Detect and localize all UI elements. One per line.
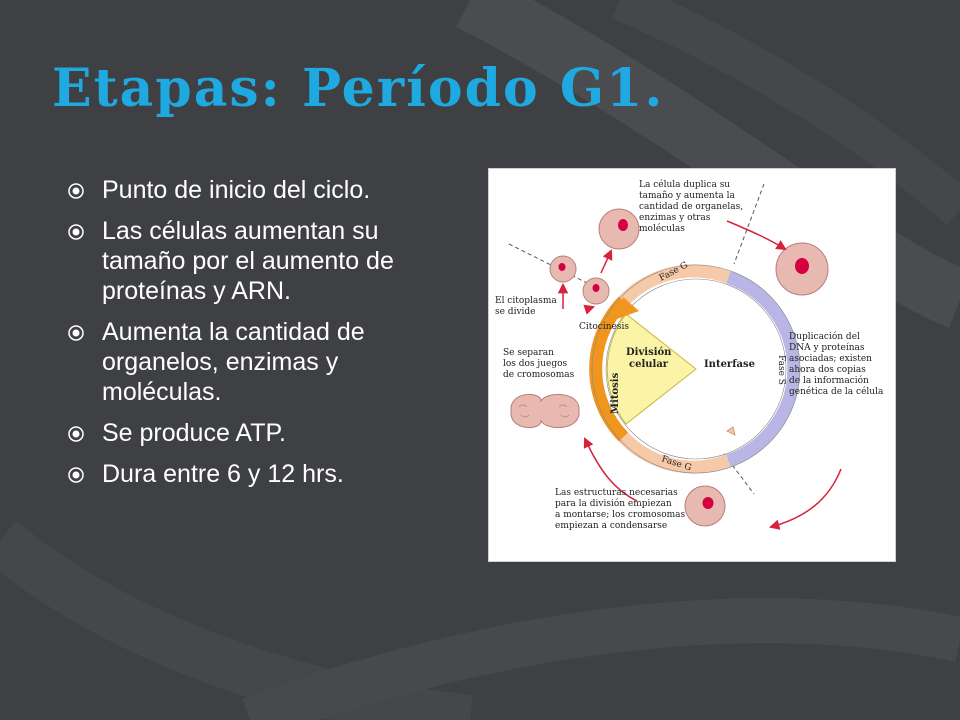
diagram-label: empiezan a condensarse xyxy=(555,521,667,531)
diagram-label: de la información xyxy=(789,375,869,386)
bullet-text: Punto de inicio del ciclo. xyxy=(102,176,371,204)
svg-text:Citocinesis: Citocinesis xyxy=(579,322,629,332)
interfase-label: Interfase xyxy=(704,359,755,370)
diagram-label: moléculas xyxy=(639,223,685,234)
cell-icon xyxy=(598,208,640,250)
diagram-label: ahora dos copias xyxy=(789,365,866,375)
svg-text:Las estructuras necesarias: Las estructuras necesarias xyxy=(555,488,678,498)
red-arrow-icon xyxy=(600,249,613,274)
cell-cycle-diagram: La célula duplica su tamaño y aumenta la… xyxy=(488,168,896,562)
bullet-item: Se produce ATP. xyxy=(68,418,428,448)
division-celular-wedge xyxy=(606,313,697,425)
diagram-label: DNA y proteínas xyxy=(789,342,865,353)
svg-text:genética de la célula: genética de la célula xyxy=(789,386,884,397)
cell-icon xyxy=(549,255,577,283)
red-arrow-icon xyxy=(583,304,595,315)
diagram-label: El citoplasma xyxy=(495,296,557,306)
cell-icon xyxy=(684,485,726,527)
svg-text:moléculas: moléculas xyxy=(639,223,685,234)
svg-text:los dos juegos: los dos juegos xyxy=(503,359,568,369)
cell-icon xyxy=(582,277,610,305)
cell-cycle-figure: La célula duplica su tamaño y aumenta la… xyxy=(495,179,884,531)
division-label: celular xyxy=(629,359,669,370)
svg-text:Duplicación del: Duplicación del xyxy=(789,331,860,342)
bullet-item: Aumenta la cantidad de organelos, enzima… xyxy=(68,317,428,407)
svg-text:El citoplasma: El citoplasma xyxy=(495,296,557,306)
svg-text:se divide: se divide xyxy=(495,307,536,317)
diagram-label: Citocinesis xyxy=(579,322,629,332)
svg-text:Mitosis: Mitosis xyxy=(610,372,621,414)
svg-text:asociadas; existen: asociadas; existen xyxy=(789,354,872,364)
svg-text:enzimas y otras: enzimas y otras xyxy=(639,213,711,223)
bullet-text: Se produce ATP. xyxy=(102,419,286,447)
red-arrow-icon xyxy=(768,468,842,530)
cell-icon xyxy=(775,242,829,296)
bullet-circle-icon xyxy=(68,183,84,199)
bullet-item: Punto de inicio del ciclo. xyxy=(68,175,428,205)
bullet-text: Las células aumentan su tamaño por el au… xyxy=(102,217,394,305)
bullet-text: Dura entre 6 y 12 hrs. xyxy=(102,460,344,488)
mitosis-label: Mitosis xyxy=(610,372,621,414)
bullet-circle-icon xyxy=(68,426,84,442)
svg-text:empiezan a condensarse: empiezan a condensarse xyxy=(555,521,667,531)
diagram-label: a montarse; los cromosomas xyxy=(555,510,686,520)
diagram-label: se divide xyxy=(495,307,536,317)
svg-text:Se separan: Se separan xyxy=(503,348,554,358)
svg-text:Interfase: Interfase xyxy=(704,359,755,370)
division-label: División xyxy=(626,347,672,358)
svg-text:de cromosomas: de cromosomas xyxy=(503,370,575,380)
svg-text:DNA y proteínas: DNA y proteínas xyxy=(789,342,865,353)
bullet-item: Dura entre 6 y 12 hrs. xyxy=(68,459,428,489)
svg-text:celular: celular xyxy=(629,359,669,370)
diagram-label: Las estructuras necesarias xyxy=(555,488,678,498)
svg-text:División: División xyxy=(626,347,672,358)
svg-text:tamaño y aumenta la: tamaño y aumenta la xyxy=(639,191,735,201)
red-arrow-icon xyxy=(726,220,787,251)
fase-g-top-band xyxy=(618,264,731,306)
fase-s-label: Fase S xyxy=(776,355,786,385)
diagram-label: asociadas; existen xyxy=(789,354,872,364)
svg-text:de la información: de la información xyxy=(789,375,869,386)
bullet-item: Las células aumentan su tamaño por el au… xyxy=(68,216,428,306)
diagram-label: de cromosomas xyxy=(503,370,575,380)
fase-g-bottom-band xyxy=(618,432,731,474)
red-arrow-icon xyxy=(583,437,638,502)
mitosis-arrow-icon xyxy=(617,297,639,319)
svg-text:ahora dos copias: ahora dos copias xyxy=(789,365,866,375)
bullet-circle-icon xyxy=(68,224,84,240)
diagram-label: genética de la célula xyxy=(789,386,884,397)
diagram-label: cantidad de organelas, xyxy=(639,202,743,212)
bullet-circle-icon xyxy=(68,467,84,483)
diagram-label: enzimas y otras xyxy=(639,213,711,223)
dividing-cell-icon xyxy=(510,393,580,429)
diagram-label: Se separan xyxy=(503,348,554,358)
mitosis-band xyxy=(589,296,629,442)
svg-text:cantidad de organelas,: cantidad de organelas, xyxy=(639,202,743,212)
bullet-circle-icon xyxy=(68,325,84,341)
diagram-label: Duplicación del xyxy=(789,331,860,342)
svg-text:a montarse; los cromosomas: a montarse; los cromosomas xyxy=(555,510,686,520)
svg-text:La célula duplica su: La célula duplica su xyxy=(639,179,730,190)
diagram-label: para la división empiezan xyxy=(555,498,672,509)
svg-text:para la división empiezan: para la división empiezan xyxy=(555,498,672,509)
diagram-label: tamaño y aumenta la xyxy=(639,191,735,201)
bullet-list: Punto de inicio del ciclo. Las células a… xyxy=(68,175,428,500)
slide-title: Etapas: Período G1. xyxy=(52,58,665,119)
fase-s-band xyxy=(726,271,801,467)
svg-text:Fase S: Fase S xyxy=(776,355,786,385)
diagram-label: los dos juegos xyxy=(503,359,568,369)
bullet-text: Aumenta la cantidad de organelos, enzima… xyxy=(102,318,365,406)
diagram-label: La célula duplica su xyxy=(639,179,730,190)
